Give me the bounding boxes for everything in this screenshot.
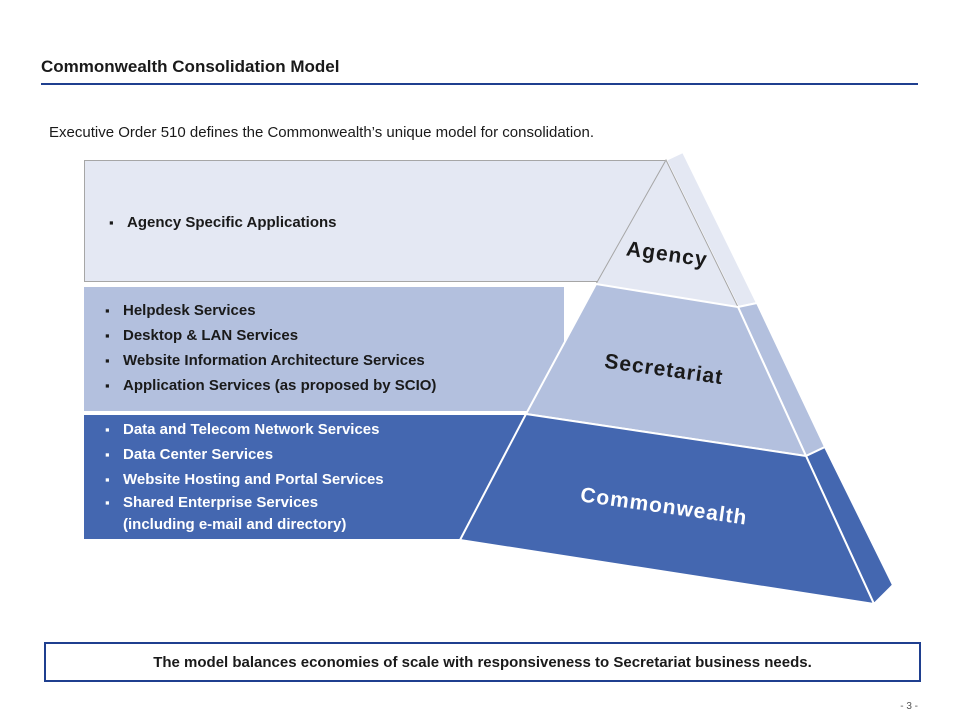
list-item: Website Information Architecture Service… [105, 348, 436, 373]
list-item: Helpdesk Services [105, 298, 436, 323]
list-item: Agency Specific Applications [109, 210, 337, 235]
page-subtitle: Executive Order 510 defines the Commonwe… [49, 124, 595, 141]
page-number: - 3 - [900, 701, 918, 712]
list-item: Data and Telecom Network Services [105, 417, 443, 442]
list-item: Shared Enterprise Services (including e-… [105, 492, 443, 536]
secretariat-band: Helpdesk Services Desktop & LAN Services… [84, 287, 564, 411]
list-item: Website Hosting and Portal Services [105, 467, 443, 492]
summary-box: The model balances economies of scale wi… [44, 642, 921, 682]
agency-item-list: Agency Specific Applications [109, 210, 337, 235]
list-item: Desktop & LAN Services [105, 323, 436, 348]
list-item: Data Center Services [105, 442, 443, 467]
list-item-line: Shared Enterprise Services [123, 494, 319, 511]
summary-text: The model balances economies of scale wi… [153, 653, 812, 671]
list-item-line: (including e-mail and directory) [123, 516, 347, 533]
secretariat-item-list: Helpdesk Services Desktop & LAN Services… [105, 298, 436, 398]
commonwealth-band: Data and Telecom Network Services Data C… [84, 415, 534, 539]
agency-band: Agency Specific Applications [84, 160, 674, 282]
commonwealth-item-list: Data and Telecom Network Services Data C… [105, 417, 443, 536]
commonwealth-tier [458, 412, 876, 606]
page-title: Commonwealth Consolidation Model [41, 57, 340, 76]
list-item: Application Services (as proposed by SCI… [105, 373, 436, 398]
title-divider [41, 83, 918, 85]
